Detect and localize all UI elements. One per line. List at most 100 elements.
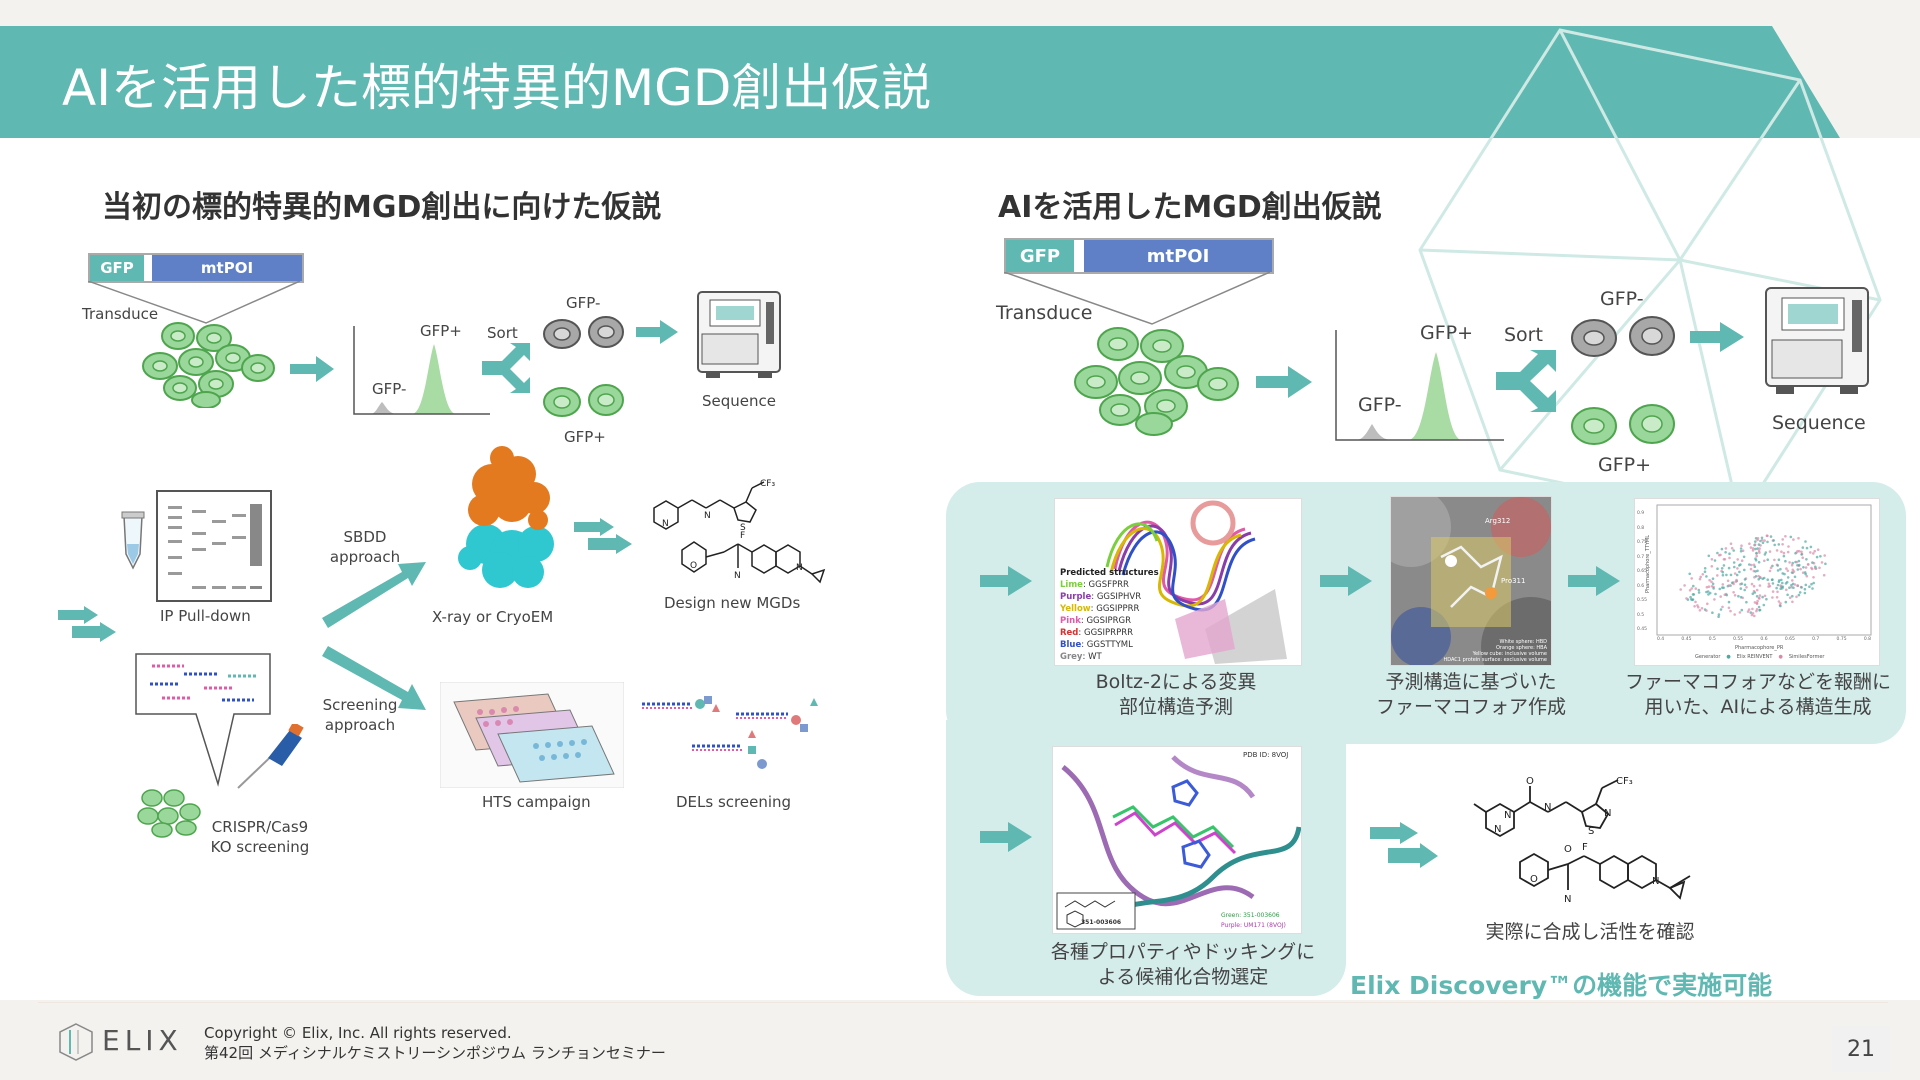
scatter-point [1786, 576, 1790, 579]
scatter-point [1712, 587, 1715, 590]
scatter-xlabel: Pharmacophore_PR [1735, 645, 1784, 651]
pharmacophore-caption-line2: ファーマコフォア作成 [1375, 696, 1566, 718]
scatter-point [1823, 554, 1826, 557]
scatter-point [1771, 590, 1775, 593]
scatter-point [1733, 572, 1737, 575]
gel-image [156, 490, 272, 602]
gfp-positive-cells [1571, 404, 1675, 445]
scatter-legend-dot-b: ● [1778, 654, 1783, 660]
pocket-surface [1391, 497, 1551, 665]
scatter-point [1768, 569, 1772, 573]
scatter-xtick: 0.4 [1657, 637, 1665, 642]
scatter-point [1733, 594, 1737, 597]
scatter-point [1745, 600, 1748, 604]
scatter-point [1724, 547, 1728, 550]
scatter-ytick: 0.6 [1637, 583, 1645, 589]
arrow-icon [1256, 366, 1312, 398]
arrow-icon [1320, 566, 1372, 596]
scatter-point [1698, 577, 1702, 581]
scatter-point [1729, 609, 1732, 613]
scatter-point [1710, 558, 1714, 561]
scatter-point [1698, 609, 1702, 612]
scatter-point [1743, 588, 1746, 592]
scatter-point [1811, 587, 1814, 590]
scatter-point [1755, 551, 1758, 555]
scatter-point [1800, 550, 1803, 554]
scatter-point [1775, 586, 1778, 590]
scatter-point [1779, 602, 1782, 605]
scatter-point [1751, 607, 1754, 611]
scatter-point [1796, 549, 1799, 553]
scatter-point [1767, 582, 1771, 586]
cell-cluster [1074, 327, 1239, 436]
scatter-point [1757, 605, 1761, 609]
scatter-point [1688, 589, 1692, 592]
scatter-point [1727, 566, 1731, 570]
scatter-point [1730, 546, 1734, 550]
scatter-point [1775, 596, 1779, 599]
svg-text:CF₃: CF₃ [760, 479, 775, 489]
scatter-point [1717, 613, 1721, 616]
scatter-point [1757, 560, 1761, 564]
scatter-ytick: 0.7 [1637, 554, 1645, 560]
scatter-point [1790, 583, 1793, 587]
scatter-point [1756, 547, 1759, 550]
sorted-gfp-plus-label: GFP+ [564, 428, 606, 446]
scatter-point [1740, 544, 1743, 547]
scatter-point [1750, 613, 1754, 617]
scatter-point [1757, 549, 1761, 553]
mtpoi-segment: mtPOI [1146, 245, 1210, 267]
scatter-point [1788, 596, 1792, 599]
scatter-legend-dot-a: ● [1726, 654, 1731, 660]
scatter-point [1788, 561, 1791, 564]
boltz-caption: Boltz-2による変異 部位構造予測 [1040, 670, 1312, 720]
scatter-point [1804, 540, 1807, 543]
boltz-legend-seq: GGSTTYML [1086, 640, 1133, 650]
scatter-point [1703, 570, 1707, 573]
scatter-point [1732, 561, 1736, 564]
boltz-ribbons [1105, 500, 1287, 664]
scatter-point [1804, 583, 1808, 587]
boltz-legend-seq: GGSIPHVR [1096, 592, 1142, 602]
scatter-point [1788, 586, 1791, 589]
scatter-point [1758, 584, 1762, 587]
scatter-point [1795, 595, 1798, 599]
scatter-point [1745, 586, 1748, 589]
synthesis-caption: 実際に合成し活性を確認 [1485, 921, 1695, 943]
boltz-legend-seq: GGSIPRGR [1086, 616, 1132, 626]
boltz-caption-line1: Boltz-2による変異 [1095, 671, 1257, 693]
scatter-point [1768, 584, 1772, 588]
scatter-point [1693, 605, 1696, 608]
scatter-point [1806, 563, 1810, 566]
facs-histogram [1335, 330, 1504, 441]
scatter-point [1761, 541, 1765, 544]
sorted-gfp-minus-label: GFP- [1600, 288, 1644, 310]
scatter-point [1691, 593, 1695, 596]
scatter-point [1750, 563, 1753, 567]
scatter-point [1779, 567, 1782, 571]
svg-text:F: F [1582, 842, 1588, 853]
generation-caption-line1: ファーマコフォアなどを報酬に [1624, 671, 1891, 693]
scatter-point [1708, 591, 1712, 595]
sort-split-arrow-icon [1496, 350, 1556, 412]
scatter-point [1756, 599, 1759, 603]
histogram-gfp-plus-label: GFP+ [1420, 322, 1474, 344]
scatter-point [1780, 578, 1783, 582]
construct-ribbon: GFP mtPOI [1004, 238, 1274, 274]
crispr-library-callout [135, 653, 271, 787]
sort-label: Sort [487, 324, 518, 342]
scatter-point [1740, 559, 1744, 562]
scatter-point [1790, 585, 1793, 589]
dels-label: DELs screening [676, 793, 792, 811]
gfp-negative-cells [1571, 316, 1675, 357]
svg-text:N: N [1604, 808, 1611, 819]
scatter-point [1711, 577, 1715, 580]
scatter-point [1705, 575, 1708, 578]
generation-scatter-image: 0.9 0.8 0.75 0.7 0.65 0.6 0.55 0.5 0.45 … [1634, 498, 1880, 666]
scatter-point [1688, 572, 1691, 576]
scatter-point [1771, 582, 1775, 585]
scatter-point [1716, 551, 1719, 555]
boltz-legend-color: Lime [1060, 580, 1083, 590]
